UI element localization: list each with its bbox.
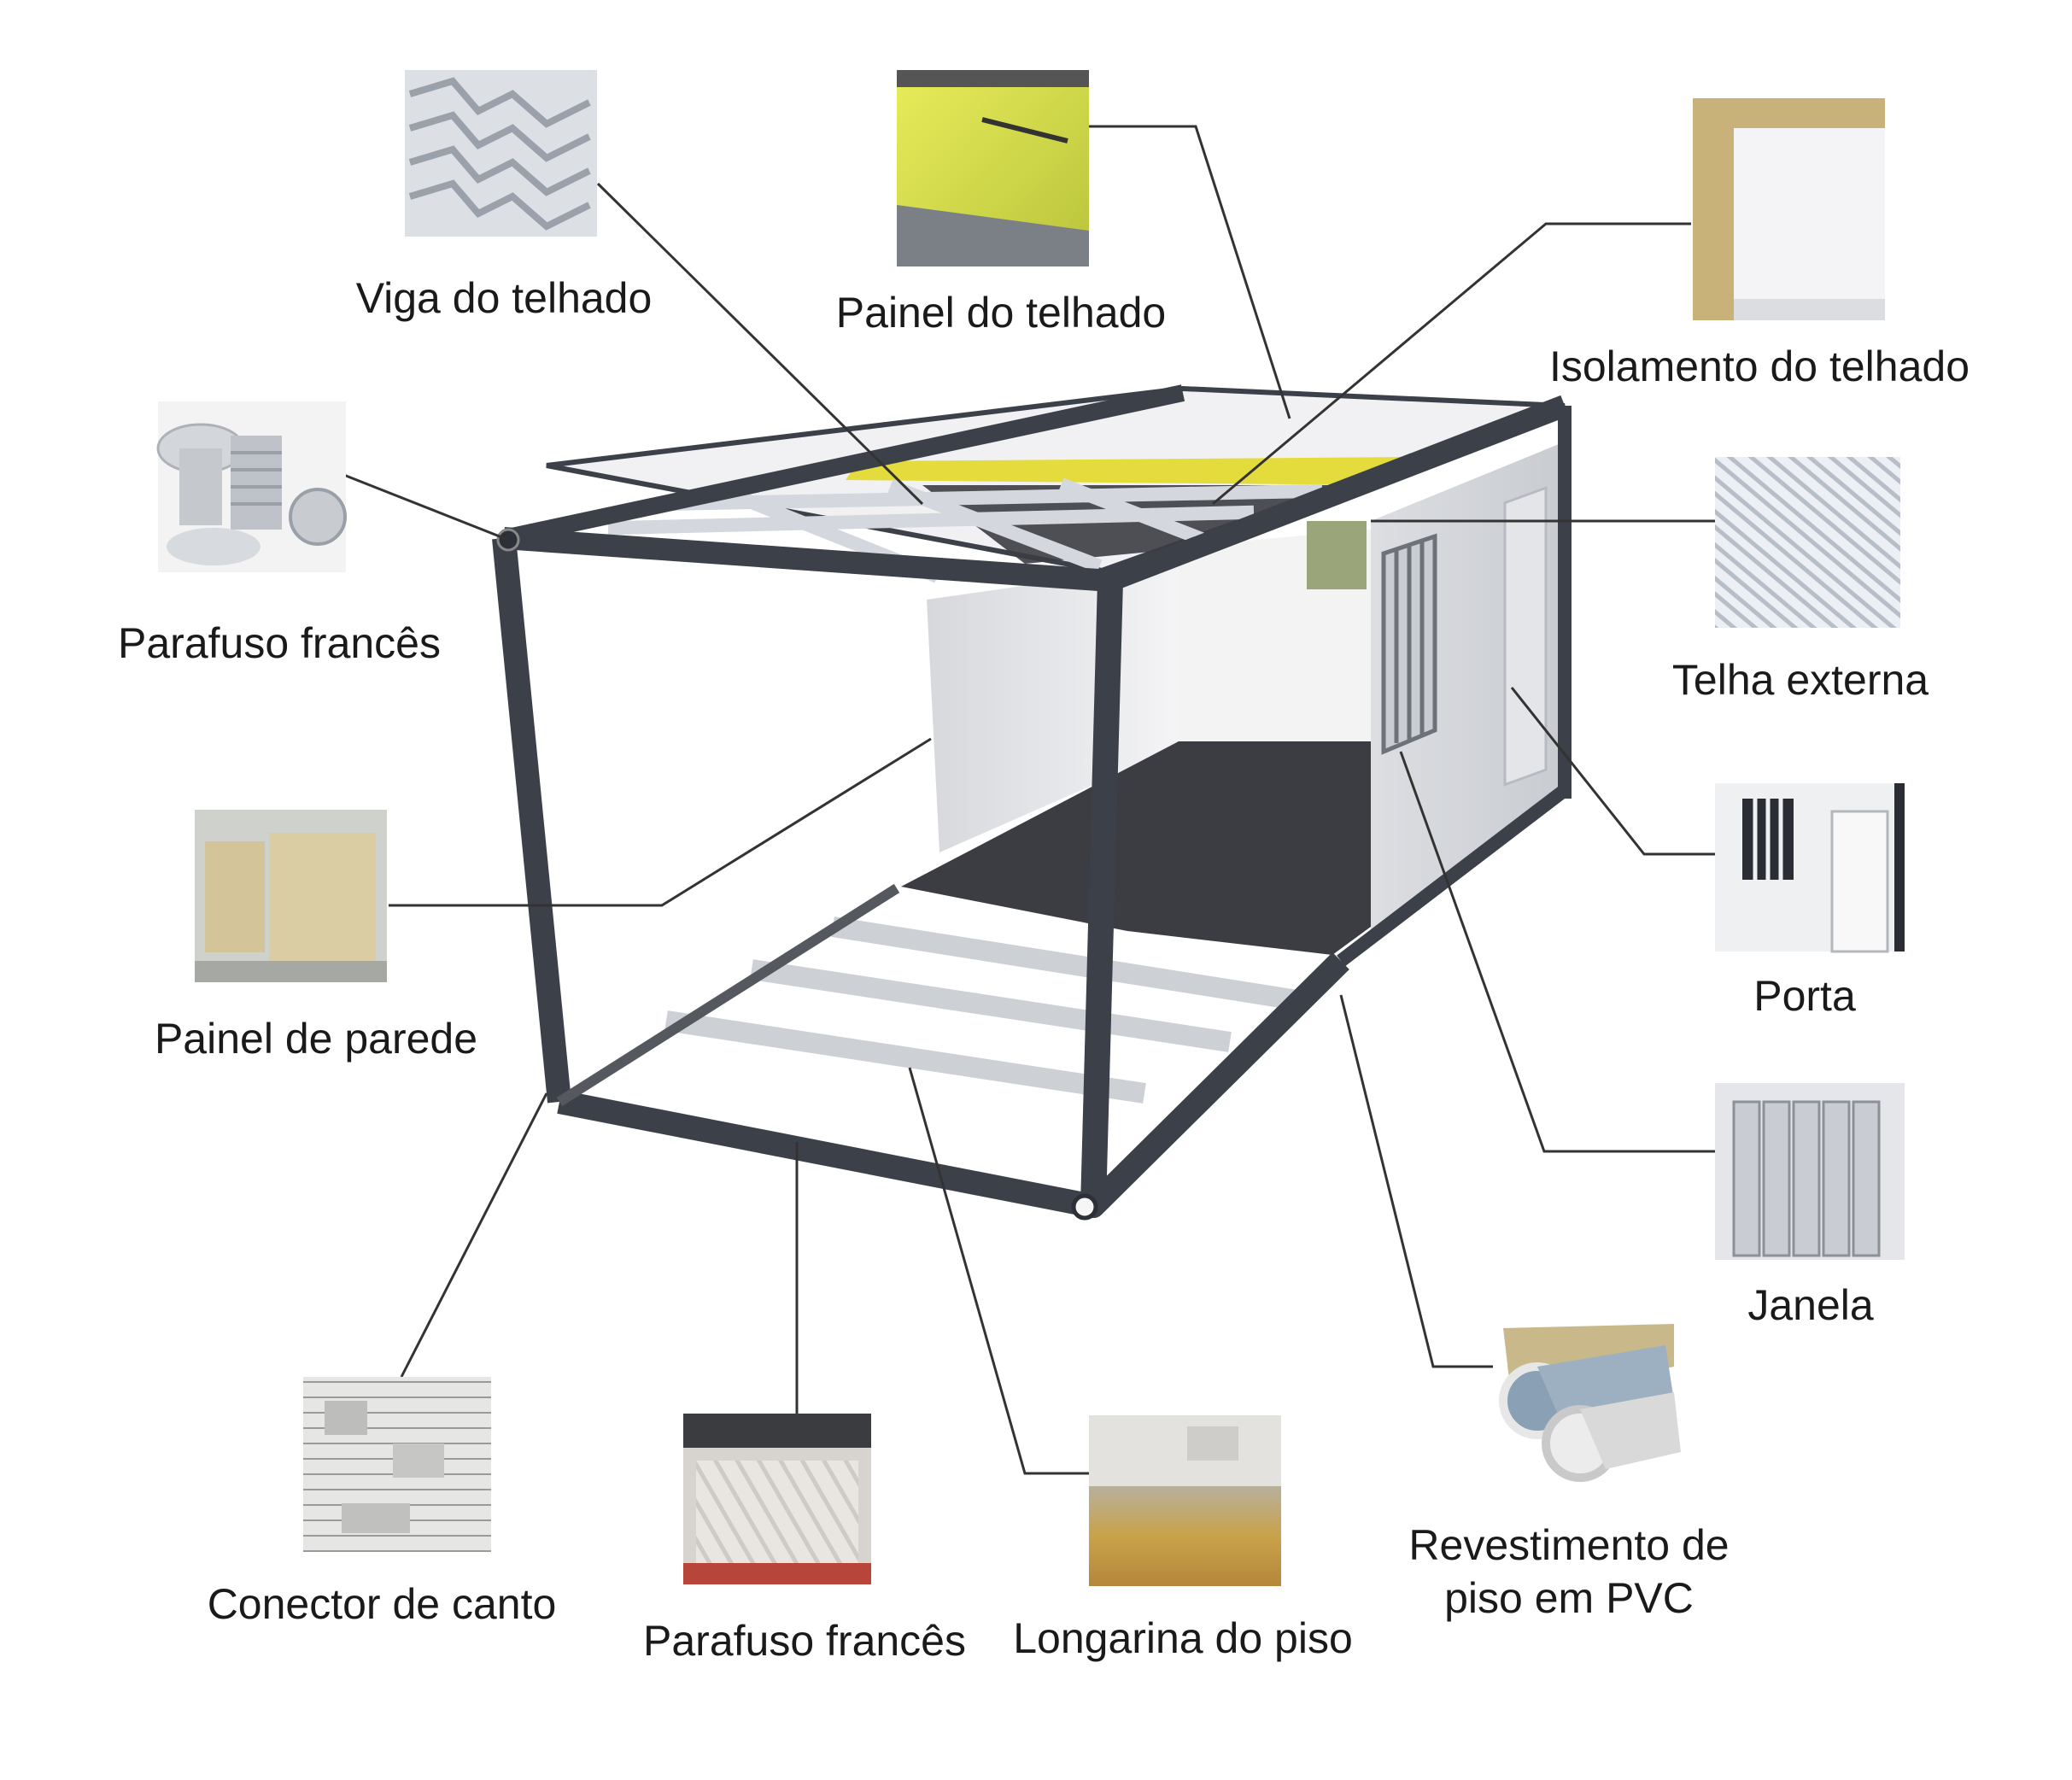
- label-roof-panel: Painel do telhado: [835, 289, 1167, 337]
- thumb-wall-panel: [195, 810, 387, 982]
- container-house: [492, 384, 1572, 1221]
- thumb-bolt-top: [156, 401, 347, 572]
- leader-joist: [908, 1067, 1089, 1475]
- leader-corner: [400, 1092, 548, 1378]
- leader-roof-beam: [596, 182, 924, 506]
- thumb-roof-beam: [405, 70, 597, 237]
- thumb-bolt-bottom: [683, 1414, 871, 1584]
- label-wall-panel: Painel de parede: [154, 1015, 478, 1063]
- label-floor-joist: Longarina do piso: [1013, 1614, 1353, 1662]
- label-bolt-top: Parafuso francês: [118, 619, 441, 667]
- leader-wall-panel: [389, 737, 932, 907]
- leader-door: [1510, 687, 1715, 856]
- label-roof-insulation: Isolamento do telhado: [1548, 343, 1970, 390]
- thumb-roof-panel: [897, 70, 1089, 266]
- label-pvc-floor-line2: piso em PVC: [1444, 1574, 1694, 1622]
- thumb-roof-insulation: [1693, 98, 1885, 320]
- thumb-pvc-floor: [1493, 1320, 1685, 1495]
- label-pvc-floor-line1: Revestimento de: [1408, 1521, 1730, 1569]
- leader-window: [1399, 751, 1715, 1153]
- thumb-corner-connector: [303, 1377, 491, 1552]
- leader-pvc: [1339, 994, 1495, 1368]
- leader-bolt-top: [341, 472, 509, 542]
- floor-joists: [664, 916, 1304, 1104]
- label-roof-beam: Viga do telhado: [355, 274, 653, 322]
- roof-beams: [607, 477, 1323, 583]
- thumb-floor-joist: [1089, 1415, 1281, 1586]
- label-door: Porta: [1753, 972, 1856, 1020]
- window-grille: [1381, 533, 1437, 755]
- door-panel: [1503, 486, 1548, 787]
- leader-roof-panel: [1085, 125, 1291, 419]
- label-window: Janela: [1747, 1281, 1874, 1329]
- floor-surface: [901, 741, 1371, 955]
- leader-roof-insulation: [1212, 222, 1691, 506]
- label-corner-connector: Conector de canto: [207, 1580, 557, 1628]
- thumb-outer-tile: [1715, 457, 1900, 628]
- leader-lines: [341, 125, 1717, 1475]
- steel-frame: [492, 384, 1572, 1218]
- roof-insulation-strip: [846, 457, 1418, 485]
- thumb-window: [1715, 1083, 1905, 1260]
- label-outer-tile: Telha externa: [1671, 656, 1929, 704]
- label-bolt-bottom: Parafuso francês: [643, 1617, 966, 1665]
- thumb-door: [1715, 783, 1905, 953]
